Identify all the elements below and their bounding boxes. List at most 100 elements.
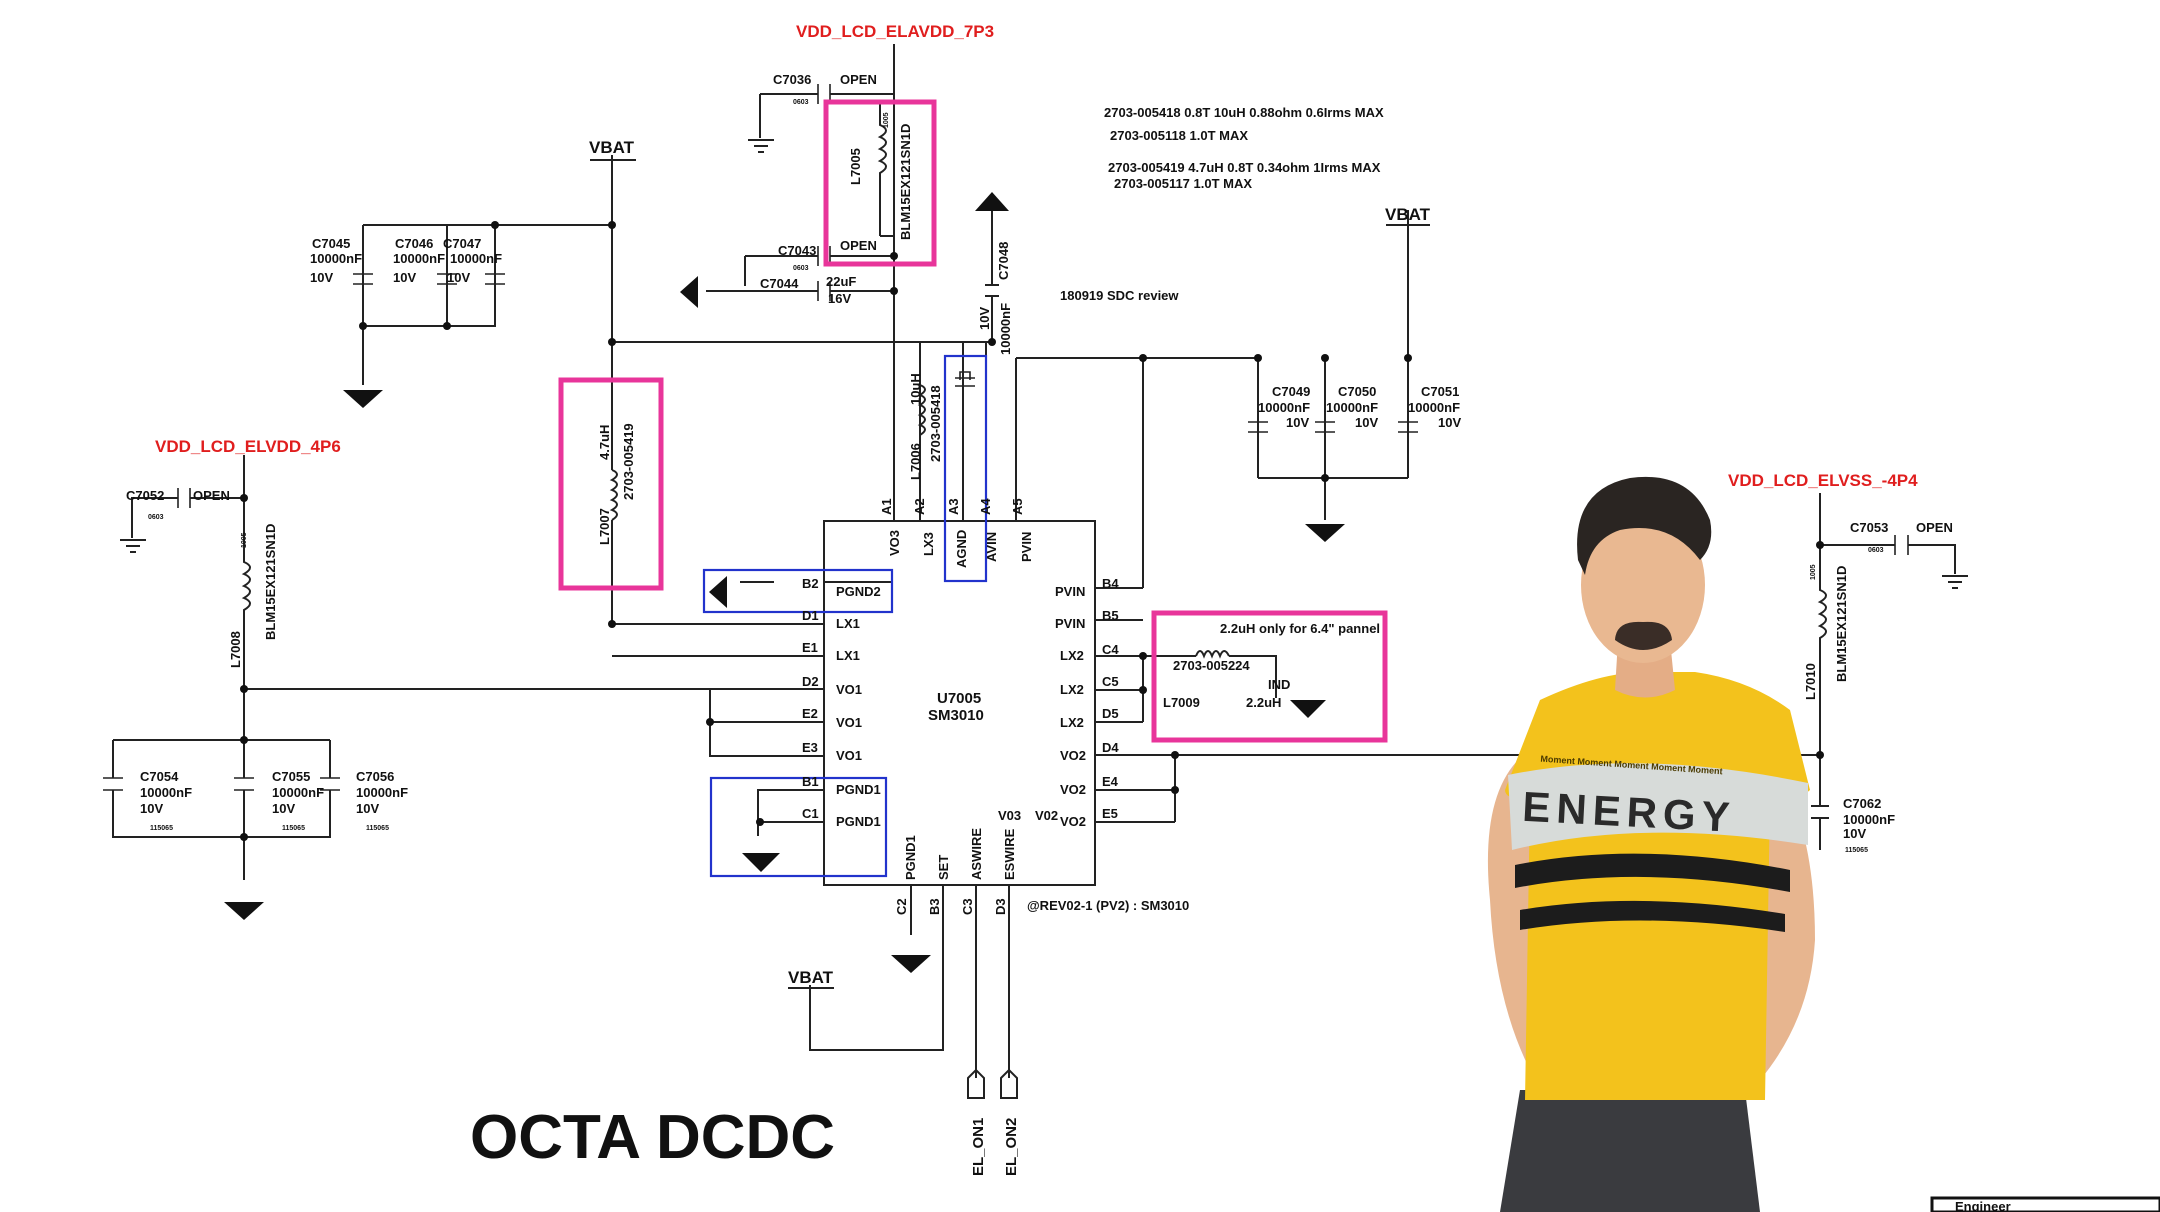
pin-name: AVIN [984, 532, 999, 562]
svg-text:L7009: L7009 [1163, 695, 1200, 710]
net-elvss: VDD_LCD_ELVSS_-4P4 [1728, 471, 1918, 490]
pin-name: LX1 [836, 648, 860, 663]
ic-u7005-body [823, 520, 1096, 886]
note-review: 180919 SDC review [1060, 288, 1179, 303]
svg-text:10V: 10V [272, 801, 295, 816]
junction-dots [240, 221, 1824, 841]
pin-name: LX2 [1060, 648, 1084, 663]
pin-ball: E5 [1102, 806, 1118, 821]
svg-text:10000nF: 10000nF [272, 785, 324, 800]
power-flag-icon [975, 192, 1009, 211]
pin-name: VO1 [836, 748, 862, 763]
net-vbat-left: VBAT [589, 138, 635, 157]
svg-text:C7053: C7053 [1850, 520, 1888, 535]
highlight-box-l7009 [1151, 610, 1388, 743]
ground-icon [680, 276, 698, 308]
vo2-label: V02 [1035, 808, 1058, 823]
svg-text:L7008: L7008 [228, 631, 243, 668]
pin-name: PGND1 [836, 782, 881, 797]
ic-left-pins: PGND2 LX1 LX1 VO1 VO1 VO1 PGND1 PGND1 B2… [802, 576, 881, 829]
pin-name: VO2 [1060, 814, 1086, 829]
svg-text:L7006: L7006 [908, 443, 923, 480]
svg-text:C7054: C7054 [140, 769, 179, 784]
pin-ball: D2 [802, 674, 819, 689]
component-labels: C7036 OPEN 0603 C7043 OPEN 0603 C7044 22… [126, 72, 1953, 854]
svg-text:10V: 10V [977, 307, 992, 330]
svg-text:1005: 1005 [241, 532, 248, 548]
highlight-box-l7007 [558, 377, 664, 591]
svg-text:10000nF: 10000nF [1326, 400, 1378, 415]
pin-ball: D5 [1102, 706, 1119, 721]
net-elavdd: VDD_LCD_ELAVDD_7P3 [796, 22, 994, 41]
pin-ball: B2 [802, 576, 819, 591]
blue-box-agnd [943, 354, 988, 583]
pin-name: PGND1 [903, 835, 918, 880]
ic-right-pins: PVIN PVIN LX2 LX2 LX2 VO2 VO2 VO2 B4 B5 … [998, 576, 1119, 829]
pin-ball: E1 [802, 640, 818, 655]
svg-text:2703-005418: 2703-005418 [928, 385, 943, 462]
svg-text:10000nF: 10000nF [450, 251, 502, 266]
ground-icon [343, 390, 383, 408]
pin-name: VO3 [887, 530, 902, 556]
svg-text:BLM15EX121SN1D: BLM15EX121SN1D [1834, 566, 1849, 682]
pin-name: VO2 [1060, 782, 1086, 797]
svg-text:OPEN: OPEN [840, 238, 877, 253]
svg-text:22uF: 22uF [826, 274, 856, 289]
pin-name: PVIN [1055, 584, 1085, 599]
svg-text:10000nF: 10000nF [393, 251, 445, 266]
pin-ball: B4 [1102, 576, 1119, 591]
pin-name: SET [936, 855, 951, 880]
pin-ball: B1 [802, 774, 819, 789]
ic-bottom-pins: PGND1 SET ASWIRE ESWIRE C2 B3 C3 D3 [894, 828, 1017, 915]
pin-name: ESWIRE [1002, 828, 1017, 880]
pin-ball: A2 [912, 498, 927, 515]
el-on-connectors: EL_ON1 EL_ON2 [967, 1068, 1020, 1176]
svg-text:10V: 10V [1438, 415, 1461, 430]
svg-text:C7045: C7045 [312, 236, 350, 251]
pin-name: PGND1 [836, 814, 881, 829]
pin-ball: B5 [1102, 608, 1119, 623]
svg-text:0603: 0603 [1868, 547, 1884, 554]
svg-text:10V: 10V [393, 270, 416, 285]
pin-ball: C5 [1102, 674, 1119, 689]
net-elvdd: VDD_LCD_ELVDD_4P6 [155, 437, 341, 456]
pin-ball: D1 [802, 608, 819, 623]
pin-ball: A1 [879, 498, 894, 515]
svg-text:115065: 115065 [1845, 847, 1868, 854]
svg-text:L7005: L7005 [848, 148, 863, 185]
svg-text:10V: 10V [1286, 415, 1309, 430]
svg-text:C7049: C7049 [1272, 384, 1310, 399]
page-title: OCTA DCDC [470, 1103, 835, 1172]
pin-name: PVIN [1055, 616, 1085, 631]
pin-ball: D4 [1102, 740, 1119, 755]
ground-icon [742, 853, 780, 872]
svg-text:10000nF: 10000nF [1843, 812, 1895, 827]
ic-part: SM3010 [928, 707, 984, 724]
svg-text:C7055: C7055 [272, 769, 310, 784]
svg-text:10V: 10V [1843, 826, 1866, 841]
svg-text:115065: 115065 [366, 825, 389, 832]
svg-text:10V: 10V [310, 270, 333, 285]
svg-text:OPEN: OPEN [193, 488, 230, 503]
svg-text:1005: 1005 [1810, 564, 1817, 580]
svg-text:C7044: C7044 [760, 276, 799, 291]
svg-text:0603: 0603 [793, 99, 809, 106]
pin-ball: A3 [946, 498, 961, 515]
pin-name: LX2 [1060, 682, 1084, 697]
svg-text:10000nF: 10000nF [1258, 400, 1310, 415]
svg-text:10V: 10V [356, 801, 379, 816]
capacitor-plates [103, 84, 1909, 791]
pin-name: AGND [954, 530, 969, 568]
net-vbat-right: VBAT [1385, 205, 1431, 224]
svg-text:C7043: C7043 [778, 243, 816, 258]
svg-text:C7062: C7062 [1843, 796, 1881, 811]
ground-icon [891, 955, 931, 973]
blue-box-pgnd2 [702, 568, 894, 614]
pin-name: LX3 [921, 532, 936, 556]
net-el-on2: EL_ON2 [1003, 1118, 1020, 1176]
svg-text:10V: 10V [1355, 415, 1378, 430]
svg-text:2.2uH: 2.2uH [1246, 695, 1281, 710]
net-el-on1: EL_ON1 [970, 1118, 987, 1176]
note-l7007-spec: 2703-005419 4.7uH 0.8T 0.34ohm 1Irms MAX [1108, 160, 1381, 175]
